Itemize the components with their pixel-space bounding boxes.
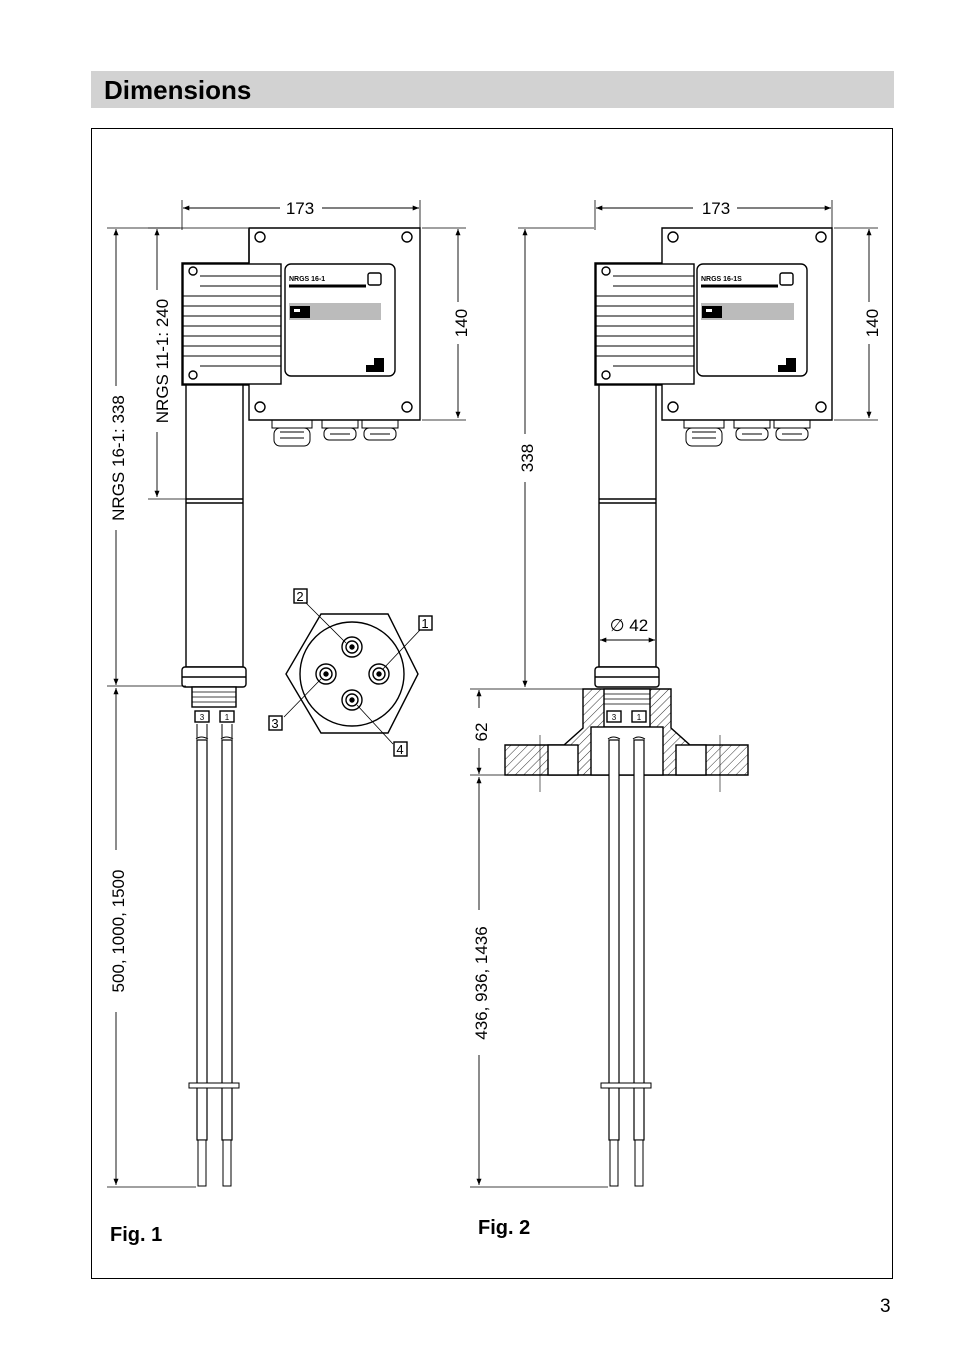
figure-1-drawing	[107, 200, 466, 1188]
figure-2-drawing	[470, 200, 878, 1188]
figure-2-label: Fig. 2	[478, 1217, 531, 1239]
fig2-diameter-dimension: ∅ 42	[610, 616, 648, 635]
figure-1-label: Fig. 1	[110, 1224, 163, 1246]
fig1-terminal-right: 1	[225, 713, 230, 722]
fig2-terminal-left: 3	[612, 713, 617, 722]
drawing-frame	[91, 128, 893, 1279]
fig2-total-height-dimension: 338	[518, 444, 537, 472]
electrode-face-view	[268, 588, 433, 757]
fig1-width-dimension: 173	[286, 199, 314, 218]
fig1-rod-length-dimension: 500, 1000, 1500	[109, 870, 128, 993]
fig2-flange-dimension: 62	[472, 723, 491, 742]
callout-1: 1	[421, 616, 428, 631]
fig1-short-height-dimension: NRGS 11-1: 240	[153, 299, 172, 423]
section-title: Dimensions	[104, 75, 252, 105]
callout-4: 4	[396, 742, 403, 757]
callout-2: 2	[296, 589, 303, 604]
section-header-bar: Dimensions	[91, 71, 894, 108]
fig1-terminal-left: 3	[200, 713, 205, 722]
callout-3: 3	[271, 716, 278, 731]
fig1-model-label: NRGS 16-1	[289, 276, 325, 283]
fig1-box-height-dimension: 140	[452, 309, 471, 337]
page-number: 3	[880, 1296, 891, 1317]
fig1-total-height-dimension: NRGS 16-1: 338	[109, 395, 128, 521]
fig2-terminal-right: 1	[637, 713, 642, 722]
fig2-model-label: NRGS 16-1S	[701, 276, 742, 283]
fig2-width-dimension: 173	[702, 199, 730, 218]
fig2-rod-length-dimension: 436, 936, 1436	[472, 926, 491, 1039]
fig2-box-height-dimension: 140	[863, 309, 882, 337]
